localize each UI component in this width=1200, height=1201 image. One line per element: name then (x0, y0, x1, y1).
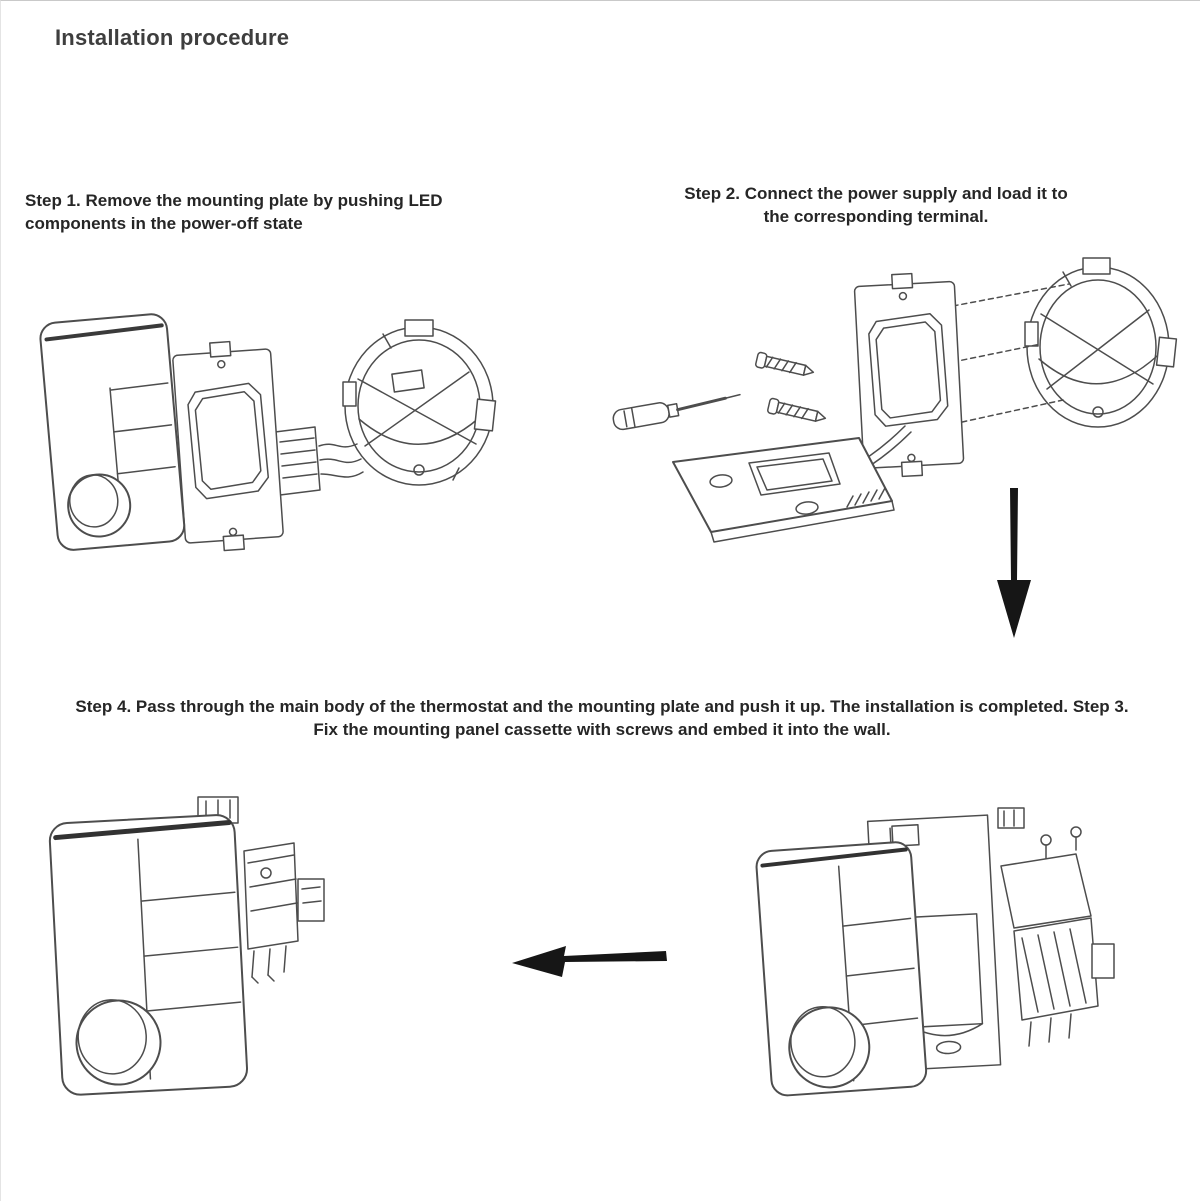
left-arrow-icon (512, 946, 667, 977)
step4-illustration (48, 796, 325, 1096)
mounting-plate (172, 340, 284, 552)
down-arrow-icon (997, 488, 1031, 638)
top-clip (997, 807, 1025, 829)
screw-icon (755, 351, 815, 376)
thermostat-front-panel (48, 814, 249, 1096)
step1-illustration (39, 313, 497, 552)
junction-box (342, 319, 497, 486)
mounting-plate (853, 272, 965, 478)
thermostat-front-panel (39, 313, 186, 551)
wires (318, 443, 364, 478)
terminal-bracket (274, 426, 321, 496)
screw-head (1070, 826, 1082, 838)
step1-caption: Step 1. Remove the mounting plate by pus… (25, 191, 443, 234)
screw-head (1040, 834, 1052, 846)
junction-box (1024, 257, 1178, 428)
alignment-guides (952, 283, 1070, 425)
rear-module (243, 842, 325, 984)
step4-step3-caption: Step 4. Pass through the main body of th… (75, 697, 1129, 740)
terminal-pins (251, 945, 287, 984)
thermostat-body (672, 437, 895, 543)
screw-icon (767, 397, 827, 422)
step2-illustration (612, 257, 1178, 543)
terminal-pins (1028, 1013, 1072, 1047)
screwdriver-icon (612, 393, 741, 431)
terminal-pins (846, 487, 886, 508)
step2-caption: Step 2. Connect the power supply and loa… (684, 184, 1068, 227)
thermostat-front-panel (755, 841, 928, 1097)
page-title: Installation procedure (55, 25, 290, 50)
rear-module (1000, 826, 1115, 1047)
step3-illustration (755, 807, 1115, 1097)
